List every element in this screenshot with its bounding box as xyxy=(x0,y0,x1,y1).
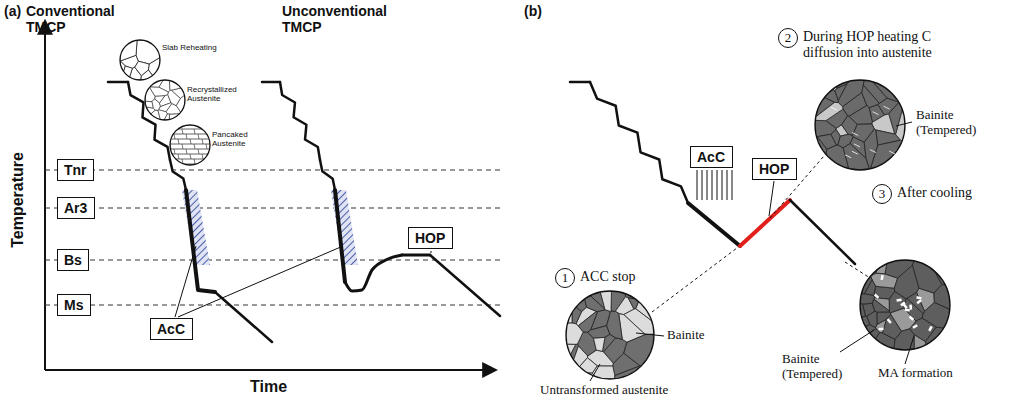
diffusion-arrow xyxy=(852,132,858,135)
pancaked-grains xyxy=(170,125,210,169)
process-curve xyxy=(108,82,855,342)
process-curve xyxy=(740,200,790,246)
grain-structure xyxy=(860,260,950,350)
label-box: Bs xyxy=(57,249,89,271)
process-curve xyxy=(790,200,855,264)
text-label: Conventional TMCP xyxy=(26,4,122,35)
process-curve xyxy=(186,190,215,292)
diffusion-arrow xyxy=(884,106,890,109)
panel-letter: (b) xyxy=(524,4,542,20)
text-label: Unconventional TMCP xyxy=(282,4,394,35)
process-curve xyxy=(280,82,320,160)
text-label: Untransformed austenite xyxy=(540,383,668,398)
axes xyxy=(45,22,495,370)
label-box: Ar3 xyxy=(57,197,95,219)
text-label: Pancaked Austenite xyxy=(212,131,268,149)
process-curve xyxy=(215,292,272,342)
process-curve xyxy=(570,81,590,84)
callout-number: 1 xyxy=(555,268,575,288)
callout-line xyxy=(652,156,870,312)
label-box: AcC xyxy=(690,146,733,168)
grain-structure xyxy=(120,40,160,80)
spray-line xyxy=(712,170,713,200)
process-curve xyxy=(345,255,402,291)
process-curve xyxy=(262,81,280,84)
spray-line xyxy=(707,170,708,200)
micro-circle xyxy=(145,80,185,120)
box-label: HOP xyxy=(415,230,445,246)
process-curve xyxy=(430,255,500,316)
label-box: HOP xyxy=(752,158,797,180)
diffusion-arrow xyxy=(889,151,895,154)
box-label: Bs xyxy=(64,252,82,268)
diffusion-arrow xyxy=(854,144,860,147)
text-label: Recrystallized Austenite xyxy=(187,86,249,104)
process-curve xyxy=(402,254,430,257)
axis-title: Time xyxy=(250,378,287,396)
text-label: Slab Reheating xyxy=(162,44,222,53)
step-text: After cooling xyxy=(897,184,972,201)
label-box: Tnr xyxy=(57,159,94,181)
text-label: Bainite (Tempered) xyxy=(782,352,854,381)
box-label: Ms xyxy=(64,297,83,313)
step-callout: 2During HOP heating C diffusion into aus… xyxy=(778,28,978,60)
box-label: HOP xyxy=(759,161,789,177)
callout-number: 3 xyxy=(872,184,892,204)
diffusion-arrow xyxy=(852,151,858,154)
spray-line xyxy=(697,170,698,200)
spray-line xyxy=(727,170,728,200)
box-label: Ar3 xyxy=(64,200,87,216)
micro-circle xyxy=(566,291,654,379)
diffusion-arrow xyxy=(831,107,837,110)
process-curve xyxy=(320,160,335,190)
step-text: During HOP heating C diffusion into aust… xyxy=(803,28,978,60)
spray-line xyxy=(702,170,703,200)
callout-number: 2 xyxy=(778,28,798,48)
box-label: AcC xyxy=(157,321,185,337)
process-curve xyxy=(688,203,740,246)
box-label: Tnr xyxy=(64,162,87,178)
diffusion-arrow xyxy=(845,155,851,158)
grain-structure xyxy=(145,80,185,120)
spray-line xyxy=(722,170,723,200)
process-curve xyxy=(590,82,688,203)
step-callout: 3 After cooling xyxy=(872,184,992,204)
micro-circle xyxy=(860,260,950,350)
label-box: Ms xyxy=(57,294,91,316)
diffusion-arrow xyxy=(870,150,876,153)
temperature-levels xyxy=(45,170,500,305)
leader-line xyxy=(175,122,914,381)
micro-circle xyxy=(120,40,160,80)
process-curve xyxy=(108,81,128,84)
spray-line xyxy=(717,170,718,200)
step-text: ACC stop xyxy=(580,268,636,285)
text-label: MA formation xyxy=(878,366,953,381)
micro-circle xyxy=(815,80,905,170)
label-box: AcC xyxy=(150,318,193,340)
panel-letter: (a) xyxy=(4,4,21,20)
spray-nozzles xyxy=(697,170,732,200)
text-label: Bainite xyxy=(667,328,705,343)
axis-title: Temperature xyxy=(9,150,27,250)
label-box: HOP xyxy=(408,227,453,249)
text-label: Bainite (Tempered) xyxy=(916,108,991,137)
step-callout: 1 ACC stop xyxy=(555,268,675,288)
transformation-zone xyxy=(182,190,358,265)
diffusion-arrow xyxy=(873,112,879,115)
spray-line xyxy=(732,170,733,200)
process-curve xyxy=(335,190,345,282)
box-label: AcC xyxy=(697,149,725,165)
microstructure xyxy=(120,40,950,379)
grain-structure xyxy=(566,291,654,379)
grain-structure xyxy=(815,80,905,170)
process-curve xyxy=(128,82,170,160)
